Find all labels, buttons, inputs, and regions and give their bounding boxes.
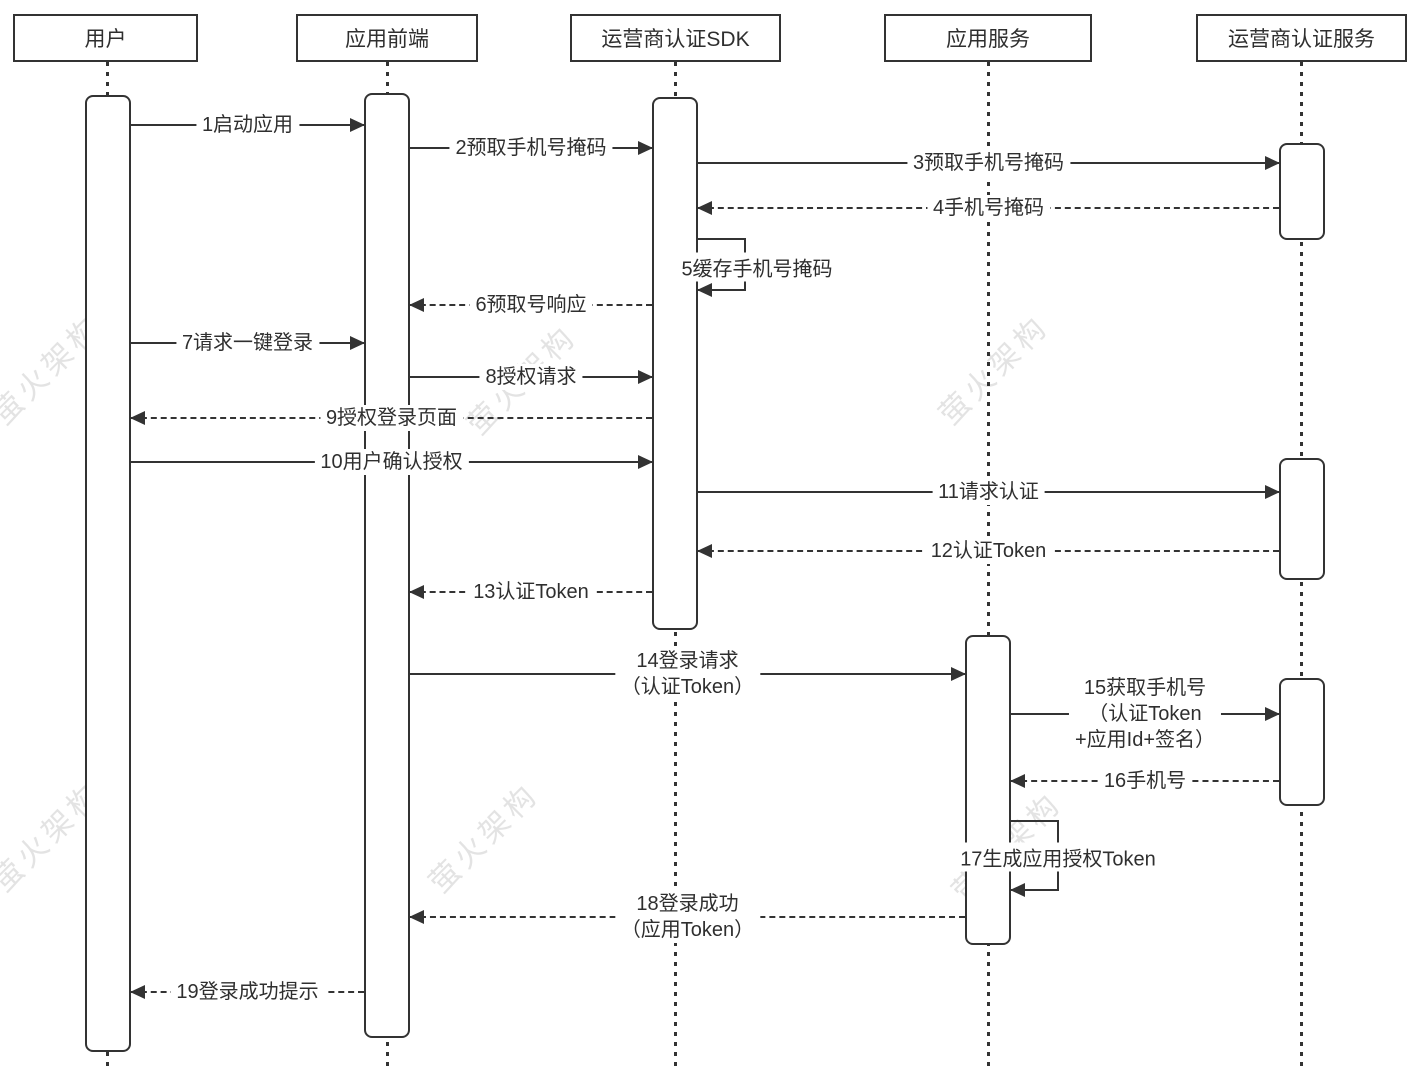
message-12-arrow: 12认证Token: [697, 538, 1279, 564]
arrowhead-left-icon: [409, 298, 424, 312]
arrowhead-right-icon: [638, 370, 653, 384]
activation-carrier-2: [1279, 458, 1325, 580]
arrowhead-left-icon: [409, 910, 424, 924]
message-7-label: 7请求一键登录: [175, 330, 320, 356]
arrowhead-right-icon: [638, 455, 653, 469]
message-5-label: 5缓存手机号掩码: [677, 252, 837, 282]
arrowhead-left-icon: [697, 201, 712, 215]
message-8-label: 8授权请求: [479, 364, 583, 390]
arrowhead-right-icon: [951, 667, 966, 681]
message-19-label: 19登录成功提示: [170, 979, 325, 1005]
message-9-arrow: 9授权登录页面: [130, 405, 652, 431]
message-17-loop-return: [1010, 883, 1058, 897]
arrowhead-right-icon: [1265, 707, 1280, 721]
message-14-label: 14登录请求 （认证Token）: [614, 648, 761, 700]
message-6-label: 6预取号响应: [469, 292, 593, 318]
participant-sdk-label: 运营商认证SDK: [601, 28, 750, 51]
arrowhead-left-icon: [1010, 774, 1025, 788]
participant-user: 用户: [13, 14, 198, 62]
arrowhead-right-icon: [350, 336, 365, 350]
message-18-label: 18登录成功 （应用Token）: [614, 891, 761, 943]
message-1-label: 1启动应用: [195, 112, 300, 138]
message-19-arrow: 19登录成功提示: [130, 979, 364, 1005]
message-13-label: 13认证Token: [467, 579, 595, 605]
message-1-arrow: 1启动应用: [131, 112, 365, 138]
participant-appserver: 应用服务: [884, 14, 1092, 62]
arrowhead-left-icon: [130, 411, 145, 425]
activation-frontend: [364, 93, 410, 1038]
message-5-loop-top: [698, 238, 746, 240]
activation-user: [85, 95, 131, 1052]
activation-sdk: [652, 97, 698, 630]
activation-appserver: [965, 635, 1011, 945]
participant-frontend-label: 应用前端: [345, 28, 429, 51]
activation-carrier-1: [1279, 143, 1325, 240]
message-16-arrow: 16手机号: [1010, 768, 1279, 794]
watermark: 萤火架构: [423, 777, 546, 900]
watermark: 萤火架构: [933, 309, 1056, 432]
message-11-arrow: 11请求认证: [698, 479, 1280, 505]
message-10-label: 10用户确认授权: [314, 449, 469, 475]
message-3-arrow: 3预取手机号掩码: [698, 150, 1280, 176]
message-17-label: 17生成应用授权Token: [956, 842, 1160, 872]
arrowhead-right-icon: [1265, 485, 1280, 499]
message-4-arrow: 4手机号掩码: [697, 195, 1279, 221]
arrowhead-right-icon: [350, 118, 365, 132]
message-18-arrow: 18登录成功 （应用Token）: [409, 891, 965, 943]
message-10-arrow: 10用户确认授权: [131, 449, 653, 475]
message-7-arrow: 7请求一键登录: [131, 330, 365, 356]
message-11-label: 11请求认证: [932, 479, 1045, 505]
message-5-loop-return: [697, 283, 745, 297]
message-16-label: 16手机号: [1097, 768, 1193, 794]
message-12-label: 12认证Token: [924, 538, 1053, 564]
message-3-label: 3预取手机号掩码: [906, 150, 1071, 176]
arrowhead-left-icon: [1010, 883, 1025, 897]
message-8-arrow: 8授权请求: [410, 364, 653, 390]
message-17-loop-top: [1011, 820, 1059, 822]
arrowhead-right-icon: [638, 141, 653, 155]
message-15-label: 15获取手机号 （认证Token +应用Id+签名）: [1068, 675, 1222, 753]
message-13-arrow: 13认证Token: [409, 579, 652, 605]
message-9-label: 9授权登录页面: [319, 405, 464, 431]
arrowhead-left-icon: [697, 283, 712, 297]
arrowhead-left-icon: [130, 985, 145, 999]
arrowhead-right-icon: [1265, 156, 1280, 170]
participant-carrier: 运营商认证服务: [1196, 14, 1407, 62]
participant-user-label: 用户: [84, 28, 127, 51]
activation-carrier-3: [1279, 678, 1325, 806]
message-15-arrow: 15获取手机号 （认证Token +应用Id+签名）: [1011, 675, 1280, 753]
participant-appserver-label: 应用服务: [946, 28, 1030, 51]
message-6-arrow: 6预取号响应: [409, 292, 652, 318]
participant-sdk: 运营商认证SDK: [570, 14, 781, 62]
message-2-label: 2预取手机号掩码: [449, 135, 613, 161]
participant-frontend: 应用前端: [296, 14, 478, 62]
arrowhead-left-icon: [697, 544, 712, 558]
message-2-arrow: 2预取手机号掩码: [410, 135, 653, 161]
message-4-label: 4手机号掩码: [926, 195, 1051, 221]
arrowhead-left-icon: [409, 585, 424, 599]
message-14-arrow: 14登录请求 （认证Token）: [410, 648, 966, 700]
participant-carrier-label: 运营商认证服务: [1228, 28, 1375, 51]
lifeline-appserver: [987, 62, 990, 1066]
